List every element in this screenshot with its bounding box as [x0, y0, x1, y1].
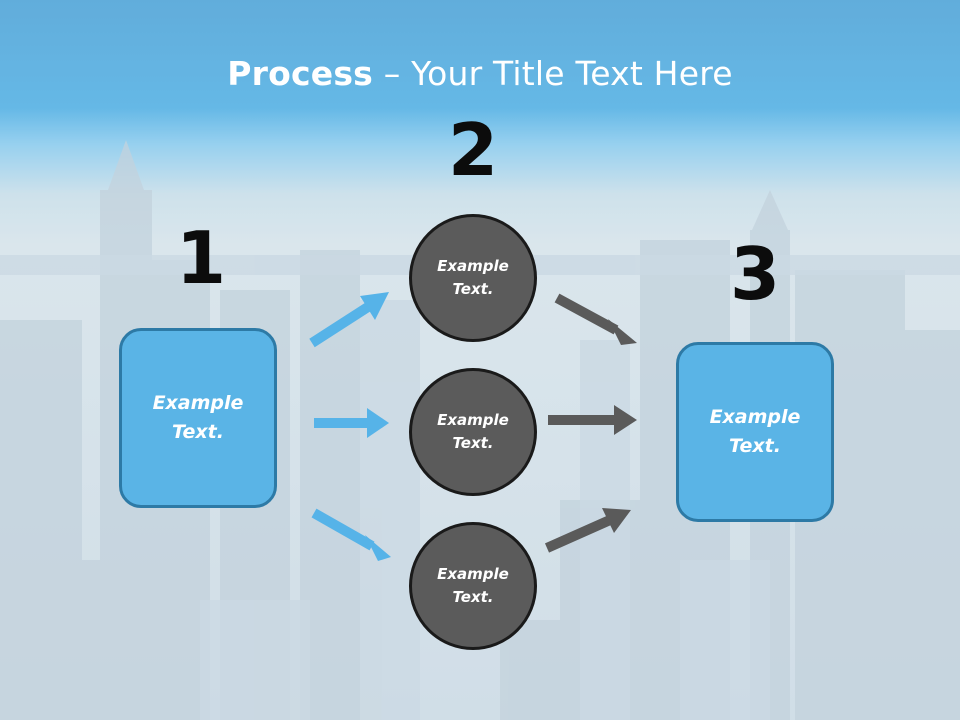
title-bold-text: Process: [227, 54, 374, 93]
title-rest-text: – Your Title Text Here: [373, 54, 733, 93]
circle-top-label: Example Text.: [437, 257, 509, 298]
end-box: Example Text.: [676, 342, 834, 522]
start-box: Example Text.: [119, 328, 277, 508]
step-circle-top: Example Text.: [409, 214, 537, 342]
step-number-1: 1: [176, 216, 227, 300]
end-box-label: Example Text.: [709, 406, 801, 457]
circle-bottom-label: Example Text.: [437, 565, 509, 606]
circle-middle-label: Example Text.: [437, 411, 509, 452]
step-circle-middle: Example Text.: [409, 368, 537, 496]
slide-title: Process – Your Title Text Here: [0, 52, 960, 96]
start-box-label: Example Text.: [152, 392, 244, 443]
step-number-2: 2: [448, 108, 499, 192]
step-circle-bottom: Example Text.: [409, 522, 537, 650]
step-number-3: 3: [730, 232, 781, 316]
